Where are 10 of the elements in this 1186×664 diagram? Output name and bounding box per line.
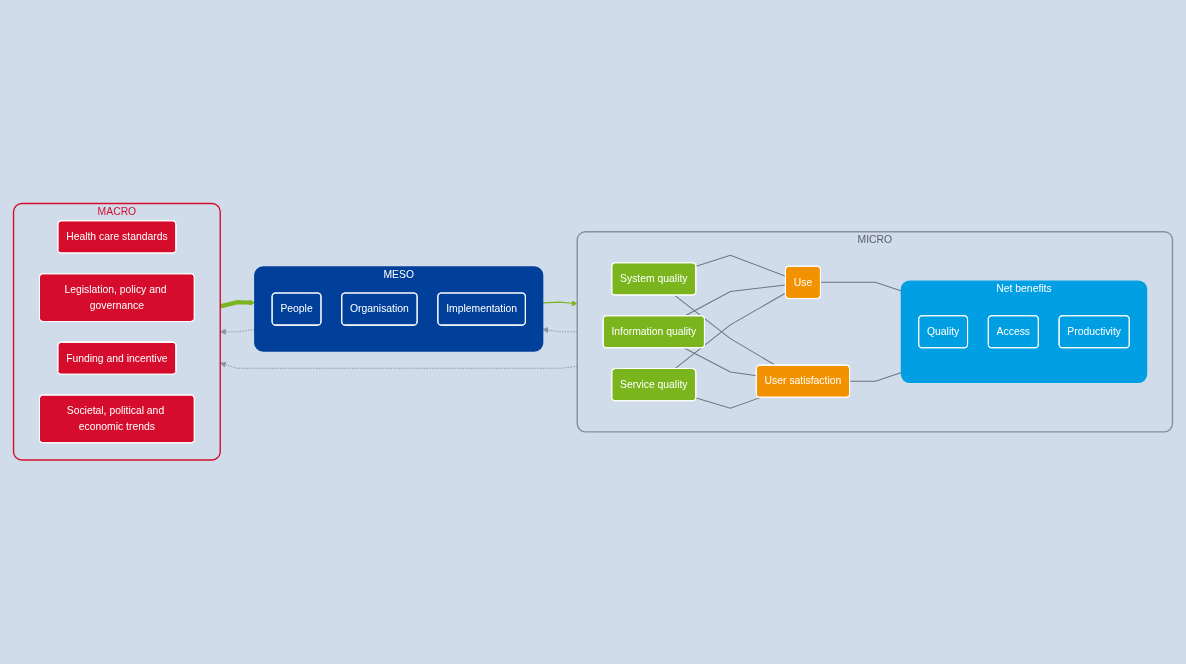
cluster <box>12 203 221 461</box>
cluster <box>254 266 544 352</box>
connector <box>674 295 777 367</box>
diagram: MACRO Health care standards Legislation, policy and governance Funding and incentive Societal, political and economic trends MICRO Net benefits Quality Access Productivity System quality Use User satisfaction Information quality Service quality MESO People Organisation Implementation <box>8 198 1178 466</box>
arrow <box>542 327 578 334</box>
cluster <box>900 280 1148 384</box>
connector <box>695 397 761 409</box>
connector <box>849 372 902 382</box>
arrow <box>542 300 578 307</box>
cluster <box>576 231 1174 433</box>
